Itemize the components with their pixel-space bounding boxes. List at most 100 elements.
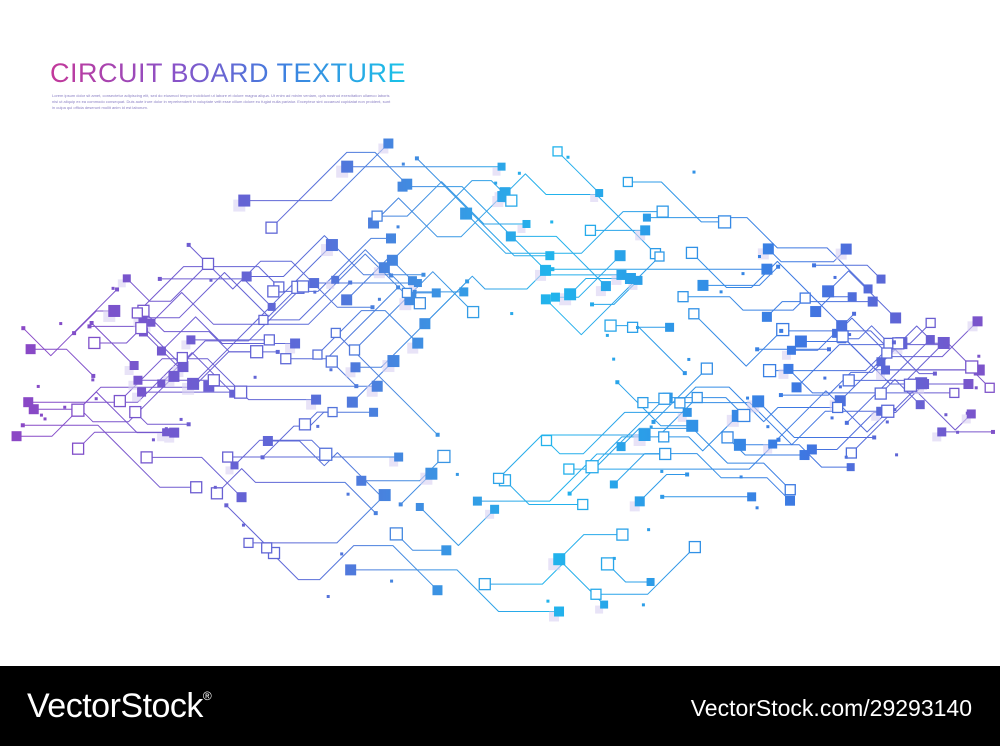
ring-pad: [327, 406, 338, 418]
via-dot: [757, 255, 761, 259]
square-pad: [600, 281, 611, 292]
ring-pad: [71, 442, 85, 455]
via-dot: [517, 171, 521, 175]
square-pad: [138, 313, 148, 323]
via-dot: [965, 411, 969, 415]
ring-pad: [298, 418, 312, 431]
via-dot: [649, 425, 653, 429]
circuit-trace: [613, 453, 791, 502]
via-dot: [186, 422, 191, 427]
circuit-trace: [151, 282, 351, 325]
square-pad: [609, 480, 618, 489]
square-pad: [290, 338, 301, 349]
square-pad: [267, 302, 276, 311]
via-dot: [550, 267, 555, 272]
square-pad: [371, 380, 383, 392]
via-dot: [164, 427, 168, 431]
square-pad: [785, 495, 796, 506]
square-pad: [186, 335, 196, 345]
square-pad: [162, 428, 171, 437]
via-dot: [660, 494, 665, 499]
ring-pad: [413, 297, 427, 310]
square-pad: [387, 355, 400, 368]
via-dot: [72, 331, 77, 336]
via-dot: [826, 347, 831, 352]
square-pad: [238, 194, 251, 207]
vectorstock-logo: VectorStock®: [27, 687, 212, 726]
square-pad: [761, 263, 773, 275]
ring-pad: [622, 176, 634, 188]
via-dot: [741, 272, 745, 276]
circuit-board-pattern: [11, 138, 995, 622]
square-pad: [505, 231, 516, 242]
pad-shadow: [876, 370, 886, 380]
ring-pad: [677, 291, 689, 303]
circuit-trace: [94, 327, 142, 344]
square-pad: [747, 492, 757, 502]
via-dot: [566, 155, 570, 159]
via-dot: [891, 340, 896, 345]
square-pad: [963, 379, 974, 390]
circuit-trace: [780, 342, 902, 396]
via-dot: [370, 305, 375, 310]
via-dot: [812, 263, 817, 268]
via-dot: [396, 285, 401, 290]
ring-pad: [131, 307, 143, 319]
via-dot: [651, 419, 656, 424]
ring-pad: [325, 355, 338, 368]
pad-shadow: [124, 366, 134, 376]
ring-pad: [88, 336, 101, 350]
square-pad: [863, 284, 873, 294]
square-pad: [129, 361, 139, 371]
via-dot: [942, 342, 947, 347]
ring-pad: [656, 205, 669, 218]
ring-pad: [700, 362, 713, 375]
ring-pad: [176, 351, 188, 364]
via-dot: [895, 453, 899, 457]
via-dot: [20, 423, 25, 428]
square-pad: [499, 187, 511, 199]
via-dot: [682, 371, 687, 376]
circuit-trace: [143, 286, 304, 368]
ring-pad: [348, 344, 361, 356]
via-dot: [151, 438, 155, 442]
square-pad: [915, 400, 925, 410]
circuit-trace: [244, 143, 389, 202]
square-pad: [540, 264, 552, 276]
via-dot: [844, 420, 849, 425]
via-dot: [91, 378, 95, 382]
ring-pad: [207, 374, 220, 387]
via-dot: [830, 416, 834, 420]
circuit-trace: [30, 348, 94, 377]
square-pad: [847, 292, 857, 302]
square-pad: [554, 606, 565, 617]
brand-name: VectorStock: [27, 687, 203, 725]
circuit-trace: [569, 398, 665, 494]
square-pad: [545, 251, 555, 261]
circuit-trace: [510, 235, 607, 287]
circuit-trace: [653, 368, 708, 423]
via-dot: [660, 469, 664, 473]
ring-pad: [600, 557, 615, 571]
square-pad: [972, 316, 983, 327]
circuit-trace: [126, 263, 209, 302]
via-dot: [885, 420, 889, 424]
via-dot: [389, 273, 394, 278]
square-pad: [415, 502, 424, 511]
via-dot: [91, 373, 96, 378]
via-dot: [605, 333, 609, 337]
via-dot: [89, 320, 94, 325]
via-dot: [115, 287, 120, 292]
via-dot: [612, 357, 616, 361]
square-pad: [311, 394, 322, 405]
square-pad: [633, 275, 643, 285]
pad-shadow: [181, 340, 191, 350]
ring-pad: [478, 577, 491, 591]
pad-shadow: [595, 605, 604, 614]
via-dot: [21, 326, 26, 331]
square-pad: [11, 431, 22, 442]
ring-pad: [210, 487, 224, 500]
circuit-trace: [814, 264, 882, 280]
via-dot: [844, 455, 848, 459]
square-pad: [686, 419, 699, 432]
